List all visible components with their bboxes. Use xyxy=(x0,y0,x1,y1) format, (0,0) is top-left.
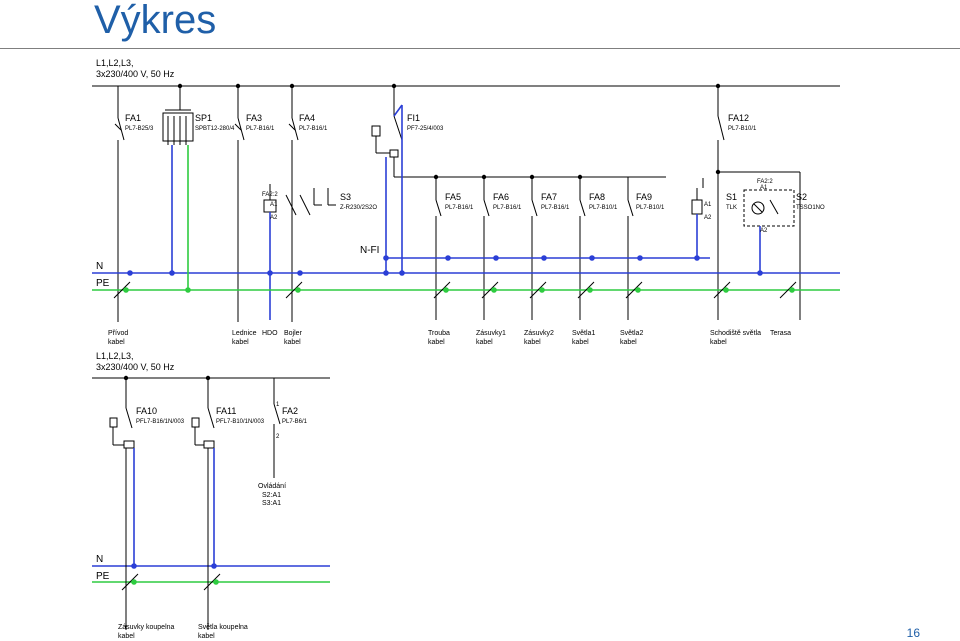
terminal-1-label: 1 xyxy=(276,402,280,408)
coil-label-a1-s1: A1 xyxy=(704,202,712,208)
output-lednice-1: Lednice xyxy=(232,330,257,337)
device-fi1-spec: PF7-25/4/003 xyxy=(407,126,444,132)
device-fa7-spec: PL7-B16/1 xyxy=(541,205,570,211)
device-fa11-spec: PFL7-B10/1N/003 xyxy=(216,419,265,425)
device-fa3-spec: PL7-B16/1 xyxy=(246,126,275,132)
output-lednice-2: kabel xyxy=(232,339,249,346)
coil-label-a2-left: A2 xyxy=(270,215,278,221)
output-schodiste-1: Schodiště světla xyxy=(710,330,761,337)
device-s2-name: S2 xyxy=(796,192,807,202)
coil-label-fa22-right: FA2:2 xyxy=(757,179,773,185)
device-fa11-name: FA11 xyxy=(216,406,236,416)
device-fa4-spec: PL7-B16/1 xyxy=(299,126,328,132)
output-zasuvky1-1: Zásuvky1 xyxy=(476,330,506,337)
coil-label-fa22-left: FA2:2 xyxy=(262,192,278,198)
output-trouba-2: kabel xyxy=(428,339,445,346)
output-zasuvky2-1: Zásuvky2 xyxy=(524,330,554,337)
output-bojler-1: Bojler xyxy=(284,330,303,337)
device-fa9-spec: PL7-B10/1 xyxy=(636,205,665,211)
output-svetla-koupelna-2: kabel xyxy=(198,633,215,640)
page-title: Výkres xyxy=(94,0,217,42)
output-bojler-2: kabel xyxy=(284,339,301,346)
device-s1-name: S1 xyxy=(726,192,737,202)
device-fa10-name: FA10 xyxy=(136,406,157,416)
device-fa6-name: FA6 xyxy=(493,192,509,202)
output-hdo-1: HDO xyxy=(262,330,278,337)
device-fa7-name: FA7 xyxy=(541,192,557,202)
bus2-n-label: N xyxy=(96,554,103,565)
output-svetla2-2: kabel xyxy=(620,339,637,346)
output-svetla1-2: kabel xyxy=(572,339,589,346)
control-label-1: Ovládání xyxy=(258,483,286,490)
output-trouba-1: Trouba xyxy=(428,330,450,337)
device-fa9-name: FA9 xyxy=(636,192,652,202)
device-fi1-name: FI1 xyxy=(407,113,420,123)
device-fa5-name: FA5 xyxy=(445,192,461,202)
output-svetla-koupelna-1: Světla koupelna xyxy=(198,624,248,631)
output-terasa-1: Terasa xyxy=(770,330,791,337)
device-s3-spec: Z-R230/2S2O xyxy=(340,205,377,211)
output-svetla1-1: Světla1 xyxy=(572,330,595,337)
output-svetla2-1: Světla2 xyxy=(620,330,643,337)
supply-label-2: 3x230/400 V, 50 Hz xyxy=(96,69,175,79)
title-divider xyxy=(0,48,960,49)
terminal-2-label: 2 xyxy=(276,434,280,440)
device-fa8-name: FA8 xyxy=(589,192,605,202)
device-fa1-spec: PL7-B25/3 xyxy=(125,126,154,132)
output-zasuvky-koupelna-2: kabel xyxy=(118,633,135,640)
device-fa12-spec: PL7-B10/1 xyxy=(728,126,757,132)
output-privod-1: Přívod xyxy=(108,330,128,337)
device-fa10-spec: PFL7-B16/1N/003 xyxy=(136,419,185,425)
device-s2-spec: TSSO1NO xyxy=(796,205,825,211)
supply2-label-1: L1,L2,L3, xyxy=(96,351,134,361)
device-sp1-spec: SPBT12-280/4 xyxy=(195,126,235,132)
device-fa12-name: FA12 xyxy=(728,113,749,123)
control-label-3: S3:A1 xyxy=(262,500,281,507)
bus-n-label: N xyxy=(96,261,103,272)
device-s1-spec: TLK xyxy=(726,205,737,211)
device-fa3-name: FA3 xyxy=(246,113,262,123)
supply-label-1: L1,L2,L3, xyxy=(96,58,134,68)
bus-nfi-label: N-FI xyxy=(360,245,379,256)
device-fa5-spec: PL7-B16/1 xyxy=(445,205,474,211)
device-fa2-spec: PL7-B6/1 xyxy=(282,419,308,425)
device-fa2-name: FA2 xyxy=(282,406,298,416)
device-fa6-spec: PL7-B16/1 xyxy=(493,205,522,211)
control-label-2: S2:A1 xyxy=(262,492,281,499)
page-number: 16 xyxy=(906,626,920,640)
device-sp1-name: SP1 xyxy=(195,113,212,123)
output-privod-2: kabel xyxy=(108,339,125,346)
output-zasuvky2-2: kabel xyxy=(524,339,541,346)
device-fa8-spec: PL7-B10/1 xyxy=(589,205,618,211)
output-zasuvky1-2: kabel xyxy=(476,339,493,346)
supply2-label-2: 3x230/400 V, 50 Hz xyxy=(96,362,175,372)
output-zasuvky-koupelna-1: Zásuvky koupelna xyxy=(118,624,175,631)
coil-label-a2-s2: A2 xyxy=(760,228,768,234)
device-fa4-name: FA4 xyxy=(299,113,315,123)
coil-label-a1-s2: A1 xyxy=(760,185,768,191)
output-schodiste-2: kabel xyxy=(710,339,727,346)
bus2-pe-label: PE xyxy=(96,571,110,582)
coil-label-a1-left: A1 xyxy=(270,202,278,208)
device-s3-name: S3 xyxy=(340,192,351,202)
coil-label-a2-s1: A2 xyxy=(704,215,712,221)
bus-pe-label: PE xyxy=(96,278,110,289)
device-fa1-name: FA1 xyxy=(125,113,141,123)
